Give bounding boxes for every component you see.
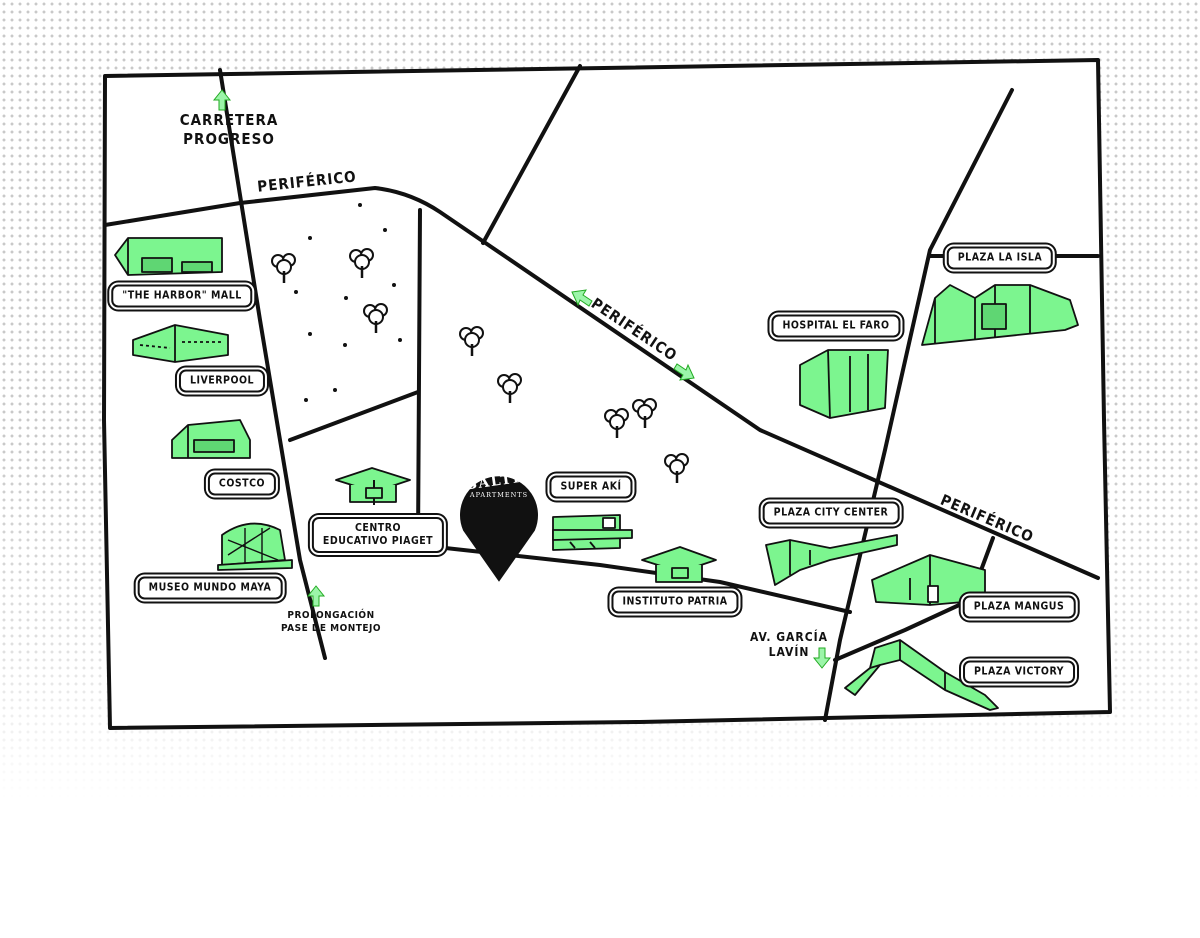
arrow-diag-icon [571,289,593,307]
arrow-down-icon [812,647,832,669]
pin-subtitle: APARTMENTS [469,491,529,499]
city-center-building-icon [765,534,898,586]
place-label-mangus: PLAZA MANGUS [962,595,1076,619]
tree-icon [497,373,522,403]
baltia-pin-label: BALTIA APARTMENTS [464,468,534,499]
place-label-super-aki: SUPER AKÍ [549,475,633,499]
road-carretera-progreso [218,68,327,660]
tree-icon [664,453,689,483]
place-label-hospital: HOSPITAL EL FARO [771,314,901,338]
place-label-victory: PLAZA VICTORY [963,660,1075,684]
road-label-garcia-lavin: AV. GARCÍA LAVÍN [749,630,829,659]
tree-icon [604,408,629,438]
road-garcia-lavin [823,88,1014,722]
place-label-costco: COSTCO [207,472,277,496]
tree-icon [632,398,657,428]
victory-building-icon [844,639,999,711]
tree-icon [271,253,296,283]
road-label-carretera-progreso: CARRETERA PROGRESO [179,111,279,148]
arrow-diag-icon [673,363,695,381]
hospital-building-icon [799,349,889,419]
place-label-plaza-isla: PLAZA LA ISLA [946,246,1054,270]
tree-icon [459,326,484,356]
place-label-harbor: "THE HARBOR" MALL [111,284,253,308]
road-label-prolongacion: PROLONGACIÓN PASE DE MONTEJO [280,610,382,634]
pin-title: BALTIA [464,468,534,494]
liverpool-building-icon [132,324,229,363]
graduation-cap-icon [641,546,717,583]
super-aki-building-icon [552,514,633,551]
place-label-instituto: INSTITUTO PATRIA [611,590,739,614]
costco-building-icon [171,419,251,459]
park-dots [294,203,402,402]
tree-icon [363,303,388,333]
place-label-museo: MUSEO MUNDO MAYA [137,576,283,600]
road-periferico [103,186,1100,580]
road-inner-a [288,390,420,442]
tree-icon [349,248,374,278]
plaza-la-isla-building-icon [921,284,1079,346]
arrow-up-icon [306,585,326,607]
baltia-pin-icon [460,476,538,582]
harbor-mall-building-icon [114,237,223,276]
road-north-diag [481,64,582,245]
place-label-city-center: PLAZA CITY CENTER [762,501,900,525]
graduation-cap-icon [335,467,411,505]
road-inner-b [416,208,422,547]
museo-building-icon [217,522,293,571]
arrow-up-icon [212,89,232,111]
place-label-piaget: CENTRO EDUCATIVO PIAGET [311,517,445,553]
place-label-liverpool: LIVERPOOL [178,369,266,393]
map-frame [102,58,1112,730]
